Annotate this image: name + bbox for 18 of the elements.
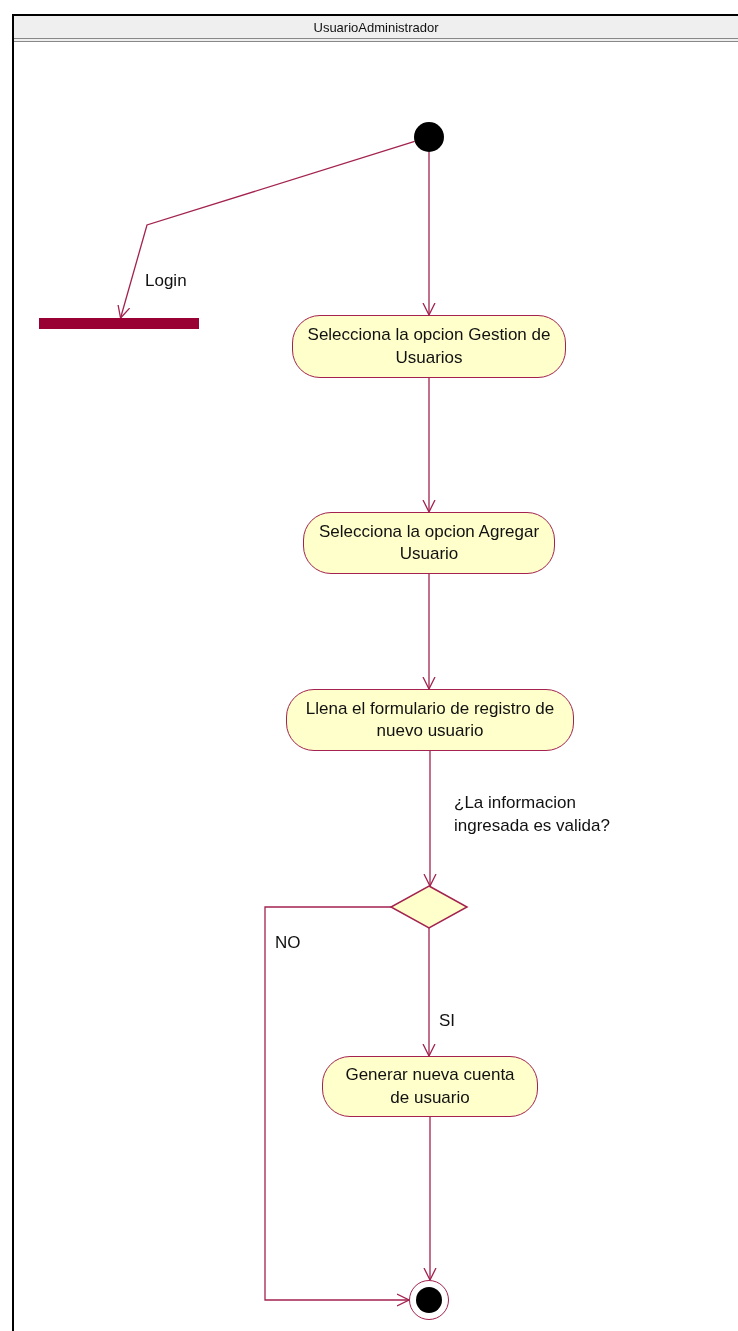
initial-node <box>414 122 444 152</box>
arrow <box>422 377 436 513</box>
activity-box: Selecciona la opcion Agregar Usuario <box>303 512 555 574</box>
arrow <box>422 151 436 316</box>
activity-box: Selecciona la opcion Gestion de Usuarios <box>292 315 566 378</box>
lane-header: UsuarioAdministrador <box>14 16 738 42</box>
final-node <box>409 1280 449 1320</box>
arrow <box>422 573 436 690</box>
swimlane <box>12 14 738 1331</box>
decision-diamond <box>389 885 469 929</box>
sync-bar <box>39 318 199 329</box>
arrow <box>117 140 416 319</box>
activity-box: Llena el formulario de registro de nuevo usuario <box>286 689 574 751</box>
arrow <box>423 750 437 887</box>
arrow <box>423 1116 437 1281</box>
arrow <box>264 906 410 1307</box>
activity-box: Generar nueva cuenta de usuario <box>322 1056 538 1117</box>
arrow <box>422 927 436 1057</box>
